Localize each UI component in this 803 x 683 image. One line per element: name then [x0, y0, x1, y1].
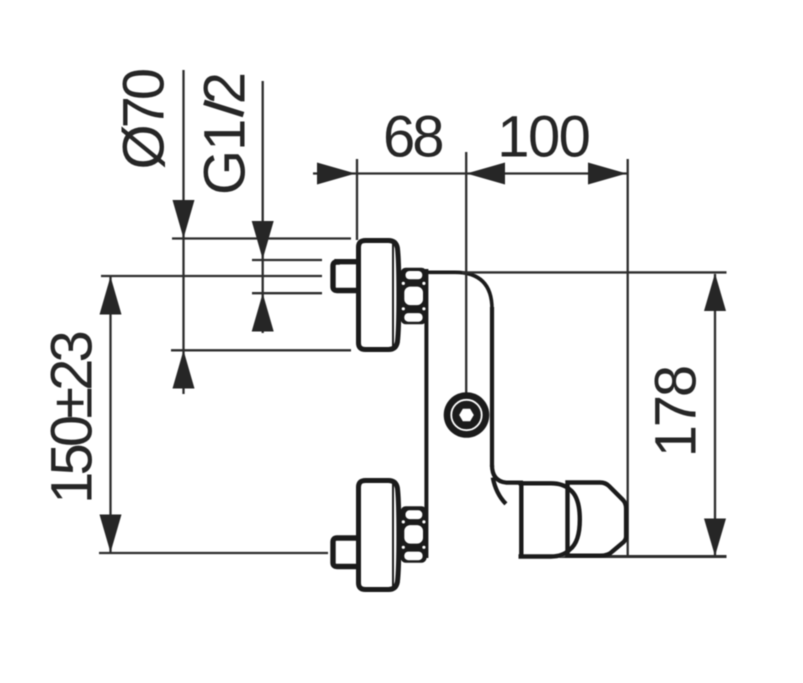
svg-text:2: 2 [193, 72, 258, 104]
svg-text:Ø70: Ø70 [112, 70, 177, 169]
svg-text:100: 100 [497, 105, 589, 170]
svg-text:178: 178 [644, 367, 709, 457]
svg-text:68: 68 [383, 105, 442, 170]
svg-text:150±23: 150±23 [39, 332, 104, 503]
svg-text:G1: G1 [193, 120, 258, 195]
